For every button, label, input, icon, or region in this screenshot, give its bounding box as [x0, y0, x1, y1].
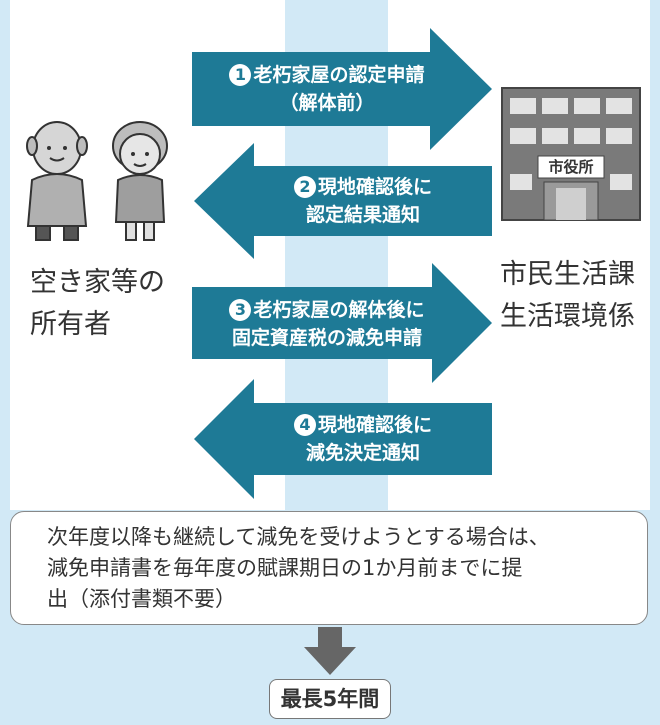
step-1-line1: 老朽家屋の認定申請: [253, 64, 425, 86]
city-hall-building-icon: [501, 87, 641, 221]
owner-label: 空き家等の 所有者: [30, 262, 165, 346]
left-band: [0, 0, 10, 510]
right-band: [650, 0, 660, 510]
elderly-couple-icon: [26, 121, 168, 241]
step-2-line2: 認定結果通知: [305, 204, 420, 226]
office-label: 市民生活課 生活環境係: [500, 254, 635, 338]
step-2-line1: 現地確認後に: [317, 176, 432, 198]
step-2-number: 2: [293, 176, 316, 198]
note-line-1: 次年度以降も継続して減免を受けようとする場合は、: [47, 525, 550, 549]
down-arrow-icon: [304, 627, 356, 675]
continuation-note-box: 次年度以降も継続して減免を受けようとする場合は、 減免申請書を毎年度の賦課期日の…: [10, 511, 648, 625]
office-label-line1: 市民生活課: [500, 259, 635, 290]
note-line-2: 減免申請書を毎年度の賦課期日の1か月前までに提: [47, 556, 523, 580]
step-3-number: 3: [229, 299, 252, 321]
owner-label-line1: 空き家等の: [30, 267, 165, 298]
city-hall-sign: 市役所: [548, 158, 594, 176]
result-badge: 最長5年間: [269, 679, 391, 719]
step-4-line1: 現地確認後に: [317, 414, 432, 436]
step-1-number: 1: [229, 64, 252, 86]
continuation-note-text: 次年度以降も継続して減免を受けようとする場合は、 減免申請書を毎年度の賦課期日の…: [47, 522, 637, 615]
step-3-line1: 老朽家屋の解体後に: [253, 299, 425, 321]
step-3-line2: 固定資産税の減免申請: [231, 327, 422, 349]
office-label-line2: 生活環境係: [500, 301, 635, 332]
step-1-line2: （解体前）: [279, 92, 375, 114]
owner-label-line2: 所有者: [30, 309, 111, 340]
step-4-line2: 減免決定通知: [305, 442, 420, 464]
note-line-3: 出（添付書類不要）: [47, 587, 236, 611]
step-4-number: 4: [293, 414, 316, 436]
